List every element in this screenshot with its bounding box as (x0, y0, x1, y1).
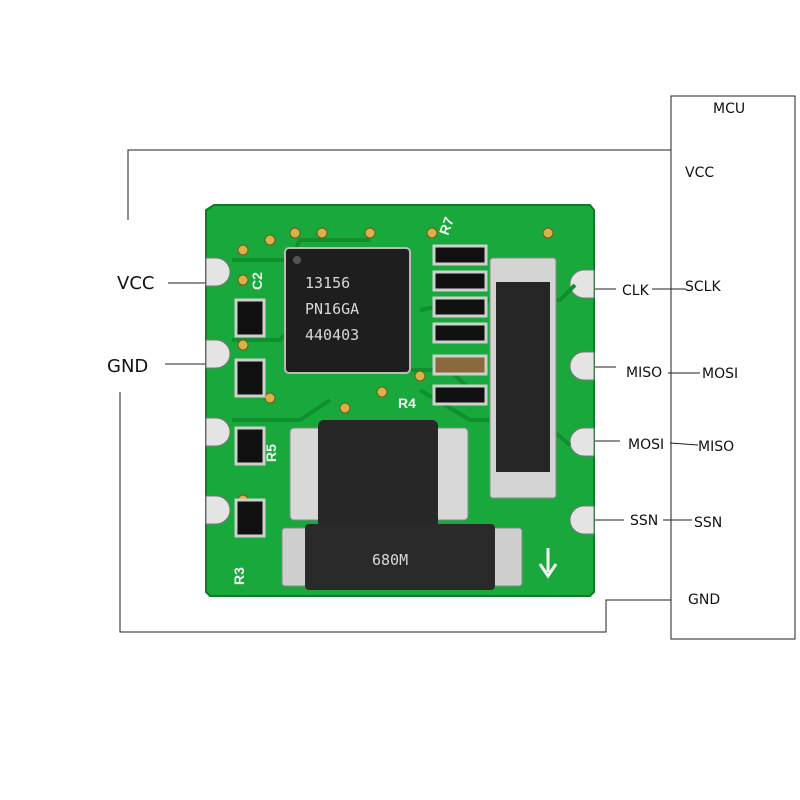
left-vcc-label: VCC (117, 273, 154, 294)
mcu-mosi-label: MOSI (702, 366, 738, 382)
silk-r5: R5 (263, 444, 279, 462)
wires (119, 149, 700, 633)
silk-c2: C2 (249, 272, 265, 290)
voltage-regulator: 680M (281, 524, 523, 590)
left-gnd-label: GND (107, 356, 148, 377)
silk-r7: R7 (436, 215, 457, 237)
regulator-marking: 680M (372, 551, 408, 569)
vcc-wire (127, 149, 671, 220)
mcu-ssn-label: SSN (694, 515, 722, 531)
sensor-chip: 13156 PN16GA 440403 (284, 247, 411, 374)
pin-miso-label: MISO (626, 365, 662, 381)
smd-resistors (234, 244, 488, 538)
silk-r3: R3 (231, 567, 247, 585)
chip-marking-line-3: 440403 (305, 326, 359, 344)
crystal-component (489, 257, 557, 499)
gnd-wire (119, 392, 671, 633)
sensor-module: 13156 PN16GA 440403 (205, 204, 595, 597)
mcu-gnd-label: GND (688, 592, 720, 608)
chip-marking-line-2: PN16GA (305, 300, 359, 318)
orientation-arrow-icon (538, 548, 558, 579)
mosi-wire (669, 442, 699, 446)
mcu-sclk-label: SCLK (685, 279, 721, 295)
silk-r4: R4 (398, 395, 416, 411)
right-castellations (569, 269, 595, 535)
mcu-box (670, 95, 796, 640)
left-castellations (205, 257, 231, 525)
pin-clk-label: CLK (622, 283, 650, 299)
chip-marking-line-1: 13156 (305, 274, 350, 292)
inductor (289, 420, 469, 528)
mcu-title: MCU (713, 101, 745, 117)
mcu-miso-label: MISO (698, 439, 734, 455)
pin-mosi-label: MOSI (628, 437, 664, 453)
mcu-vcc-label: VCC (685, 165, 714, 181)
pin-ssn-label: SSN (630, 513, 658, 529)
